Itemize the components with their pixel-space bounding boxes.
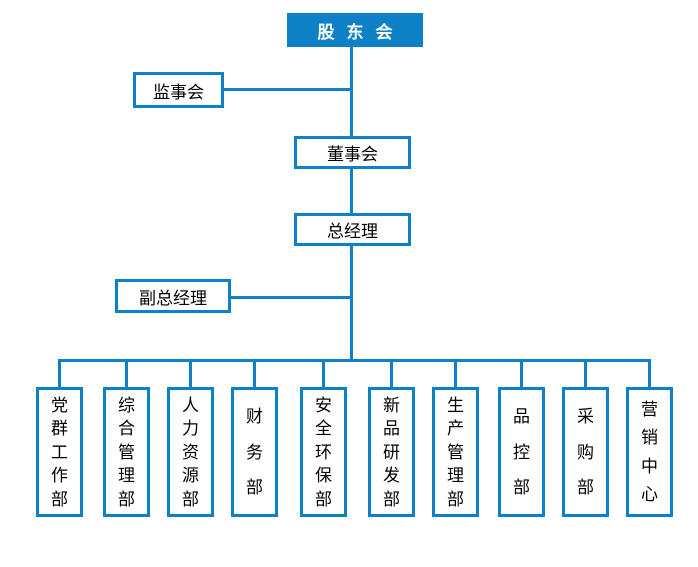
department-label-char: 发 (383, 466, 400, 485)
department-label-char: 人 (182, 395, 199, 415)
node-supervisory-board-label: 监事会 (153, 82, 204, 102)
department-label-char: 品 (383, 419, 400, 438)
department-label-char: 党 (51, 395, 68, 415)
department-label-char: 合 (118, 419, 135, 438)
department-label-char: 环 (315, 442, 332, 462)
department-label-char: 作 (51, 466, 68, 485)
department-label-char: 研 (383, 442, 400, 462)
connector-drop (648, 359, 651, 388)
connector-deputy-gm (229, 296, 351, 299)
department-label-char: 部 (447, 489, 464, 509)
department-box: 采购部 (562, 387, 609, 517)
department-box: 财务部 (231, 387, 278, 517)
connector-drop (454, 359, 457, 388)
department-label-char: 部 (51, 489, 68, 509)
department-label-char: 工 (51, 442, 68, 462)
node-board-of-directors-label: 董事会 (327, 145, 378, 164)
department-label-char: 群 (51, 419, 68, 438)
department-label-char: 购 (577, 442, 594, 462)
department-label-char: 新 (383, 395, 400, 415)
node-board-of-directors: 董事会 (294, 136, 411, 169)
department-label-char: 品 (513, 407, 530, 427)
connector-drop (584, 359, 587, 388)
department-label-char: 资 (182, 442, 199, 462)
department-label-char: 生 (447, 395, 464, 415)
department-label-char: 理 (447, 466, 464, 485)
node-general-manager-label: 总经理 (327, 222, 378, 241)
department-label-char: 财 (246, 407, 263, 427)
department-box: 人力资源部 (167, 387, 214, 517)
department-label-char: 部 (118, 489, 135, 509)
department-label-char: 部 (383, 489, 400, 509)
node-supervisory-board: 监事会 (133, 72, 224, 108)
connector-trunk (350, 47, 353, 361)
department-box: 新品研发部 (368, 387, 415, 517)
department-label-char: 营 (641, 400, 658, 420)
department-label-char: 管 (118, 442, 135, 462)
department-label-char: 综 (118, 395, 135, 415)
department-label-char: 全 (315, 419, 332, 438)
node-deputy-general-manager-label: 副总经理 (139, 288, 207, 308)
connector-drop (125, 359, 128, 388)
department-box: 生产管理部 (432, 387, 479, 517)
connector-drop (58, 359, 61, 388)
connector-drop (520, 359, 523, 388)
connector-drop (390, 359, 393, 388)
connector-drop (253, 359, 256, 388)
department-label-char: 产 (447, 419, 464, 438)
department-label-char: 保 (315, 466, 332, 485)
connector-supervisory-board (222, 88, 351, 91)
department-label-char: 部 (315, 489, 332, 509)
department-label-char: 部 (513, 477, 530, 497)
department-label-char: 部 (577, 477, 594, 497)
connector-bus (59, 359, 651, 362)
node-general-manager: 总经理 (294, 213, 411, 246)
department-label-char: 采 (577, 407, 594, 427)
department-label-char: 务 (246, 442, 263, 462)
department-label-char: 管 (447, 442, 464, 462)
node-shareholders-meeting-label: 股东会 (317, 22, 405, 42)
department-label-char: 销 (641, 428, 658, 448)
department-label-char: 源 (182, 466, 199, 485)
node-deputy-general-manager: 副总经理 (115, 279, 231, 313)
department-box: 营销中心 (626, 387, 673, 517)
node-shareholders-meeting: 股东会 (287, 13, 423, 47)
department-box: 安全环保部 (300, 387, 347, 517)
department-label-char: 理 (118, 466, 135, 485)
department-label-char: 部 (182, 489, 199, 509)
department-box: 品控部 (498, 387, 545, 517)
department-label-char: 心 (641, 484, 658, 504)
department-box: 综合管理部 (103, 387, 150, 517)
connector-drop (189, 359, 192, 388)
department-label-char: 力 (182, 419, 199, 438)
department-label-char: 中 (641, 456, 658, 476)
department-label-char: 安 (315, 395, 332, 415)
department-label-char: 控 (513, 442, 530, 462)
department-box: 党群工作部 (36, 387, 83, 517)
connector-drop (322, 359, 325, 388)
department-label-char: 部 (246, 477, 263, 497)
